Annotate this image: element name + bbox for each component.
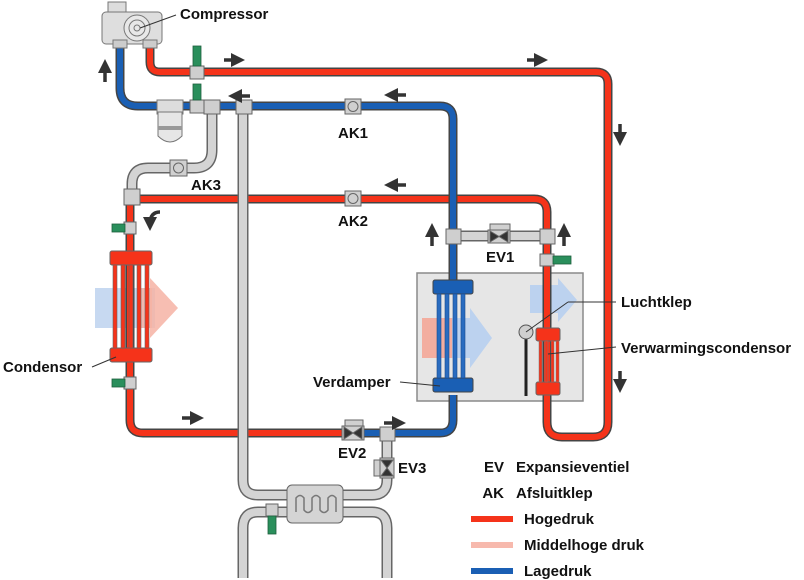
accumulator xyxy=(156,99,184,143)
legend-item-high: Hogedruk xyxy=(524,511,594,528)
label-ev2: EV2 xyxy=(338,445,367,462)
legend-item-medium: Middelhoge druk xyxy=(524,537,644,554)
fittings xyxy=(123,65,556,517)
label-ak3: AK3 xyxy=(191,177,222,194)
pipe-high-pressure-ak2 xyxy=(140,194,552,238)
legend-item-ak: AK Afsluitklep xyxy=(468,485,593,502)
expansion-valves xyxy=(341,223,511,479)
label-ak1: AK1 xyxy=(338,125,369,142)
legend-item-ev: EV Expansieventiel xyxy=(468,459,629,476)
condensor-unit xyxy=(109,250,153,363)
legend-swatch-low xyxy=(471,568,513,574)
pipe-low-pressure xyxy=(115,48,458,438)
label-compressor: Compressor xyxy=(180,6,269,23)
legend-abbr: AK xyxy=(482,485,504,502)
compressor xyxy=(101,1,163,49)
internal-heat-exchanger xyxy=(286,484,344,524)
legend-label: Middelhoge druk xyxy=(524,537,644,554)
pressure-sensors xyxy=(111,45,572,535)
label-verdamper: Verdamper xyxy=(313,374,391,391)
legend-swatch-medium xyxy=(471,542,513,548)
label-ak2: AK2 xyxy=(338,213,369,230)
legend-label: Lagedruk xyxy=(524,563,592,580)
flow-arrows xyxy=(98,53,627,430)
shutoff-valves xyxy=(169,98,362,207)
label-ev1: EV1 xyxy=(486,249,515,266)
legend-swatch-high xyxy=(471,516,513,522)
legend-label: Afsluitklep xyxy=(516,485,593,502)
label-verwarmingscondensor: Verwarmingscondensor xyxy=(621,340,792,357)
label-luchtklep: Luchtklep xyxy=(621,294,692,311)
pipe-high-pressure-main xyxy=(145,43,613,442)
label-ev3: EV3 xyxy=(398,460,427,477)
label-condensor: Condensor xyxy=(3,359,83,376)
leader-lines xyxy=(91,14,617,387)
legend-label: Hogedruk xyxy=(524,511,595,528)
heater-condensor-unit xyxy=(535,327,561,396)
legend-item-low: Lagedruk xyxy=(524,563,592,580)
evaporator-unit xyxy=(432,279,474,393)
legend-abbr: EV xyxy=(483,459,504,476)
airflow-condensor xyxy=(95,278,178,338)
legend-label: Expansieventiel xyxy=(516,459,630,476)
pipe-high-pressure-condensor xyxy=(125,199,345,438)
